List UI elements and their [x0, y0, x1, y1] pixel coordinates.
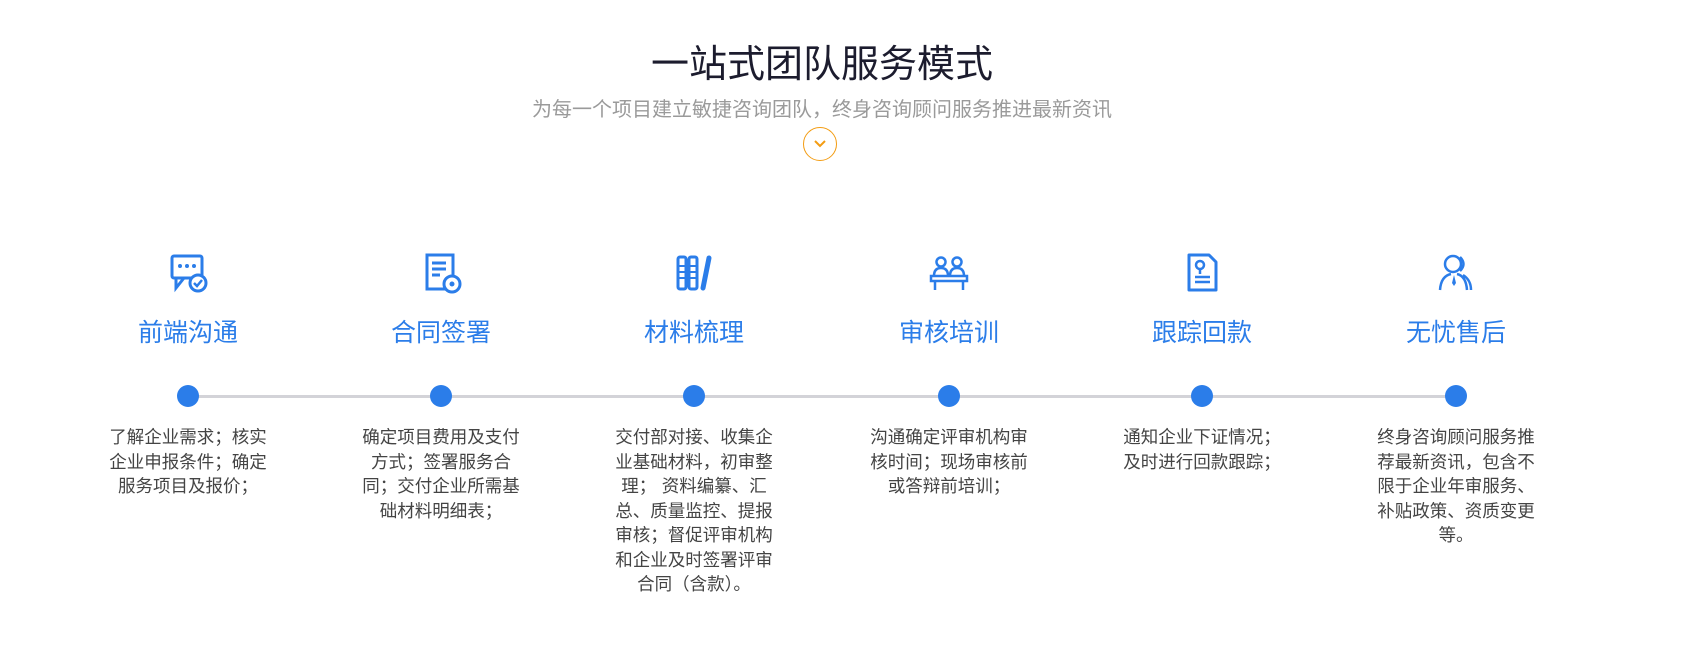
description-line: 总、质量监控、提报 — [615, 501, 773, 522]
timeline-dot — [1191, 385, 1213, 407]
description-line: 审核；督促评审机构 — [615, 526, 773, 546]
step-3: 材料梳理 — [574, 250, 814, 350]
step-6: 无忧售后 — [1336, 250, 1576, 350]
description-line: 和企业及时签署评审 — [615, 550, 773, 571]
description-line: 荐最新资讯，包含不 — [1377, 452, 1535, 473]
timeline-dot — [938, 385, 960, 407]
description-line: 限于企业年审服务、 — [1377, 477, 1535, 497]
description-line: 终身咨询顾问服务推 — [1377, 428, 1535, 448]
description-line: 方式；签署服务合 — [371, 452, 511, 473]
description-line: 础材料明细表； — [379, 501, 503, 522]
chat-check-icon — [170, 254, 208, 293]
timeline-dot — [177, 385, 199, 407]
step-description: 交付部对接、收集企业基础材料，初审整理； 资料编纂、汇总、质量监控、提报审核；督… — [574, 426, 814, 598]
step-title: 跟踪回款 — [1151, 318, 1252, 347]
books-icon — [676, 255, 712, 291]
scroll-down-button[interactable] — [803, 127, 837, 161]
description-line: 等。 — [1438, 526, 1474, 546]
page-title: 一站式团队服务模式 — [650, 42, 993, 86]
description-line: 确定项目费用及支付 — [362, 428, 520, 448]
description-line: 交付部对接、收集企 — [615, 428, 773, 448]
step-title: 审核培训 — [898, 318, 999, 347]
step-description: 终身咨询顾问服务推荐最新资讯，包含不限于企业年审服务、补贴政策、资质变更等。 — [1336, 426, 1576, 549]
timeline-dot — [1445, 385, 1467, 407]
description-line: 通知企业下证情况； — [1123, 428, 1281, 448]
description-line: 补贴政策、资质变更 — [1377, 501, 1535, 522]
step-2: 合同签署 — [321, 250, 561, 350]
description-line: 服务项目及报价； — [118, 477, 258, 497]
consultant-icon — [1438, 254, 1473, 291]
step-title: 材料梳理 — [643, 318, 744, 347]
description-line: 业基础材料，初审整 — [615, 452, 773, 473]
description-line: 同；交付企业所需基 — [362, 477, 520, 497]
step-description: 确定项目费用及支付方式；签署服务合同；交付企业所需基础材料明细表； — [321, 426, 561, 524]
timeline-dot — [430, 385, 452, 407]
step-4: 审核培训 — [829, 250, 1069, 350]
page-subtitle: 为每一个项目建立敏捷咨询团队，终身咨询顾问服务推进最新资讯 — [532, 97, 1112, 121]
step-description: 了解企业需求；核实企业申报条件；确定服务项目及报价； — [68, 426, 308, 500]
step-description: 沟通确定评审机构审核时间；现场审核前或答辩前培训； — [829, 426, 1069, 500]
timeline-dot — [683, 385, 705, 407]
contract-icon — [425, 253, 462, 294]
description-line: 企业申报条件；确定 — [109, 452, 267, 473]
step-title: 合同签署 — [390, 318, 491, 347]
description-line: 了解企业需求；核实 — [109, 428, 267, 448]
document-location-icon — [1187, 253, 1218, 292]
timeline-line — [188, 395, 1456, 398]
training-icon — [929, 256, 969, 290]
step-description: 通知企业下证情况； 及时进行回款跟踪； — [1082, 426, 1322, 475]
description-line: 合同（含款）。 — [637, 575, 751, 595]
step-1: 前端沟通 — [68, 250, 308, 350]
description-line: 沟通确定评审机构审 — [870, 428, 1028, 448]
description-line: 及时进行回款跟踪； — [1123, 452, 1281, 473]
description-line: 或答辩前培训； — [887, 477, 1011, 497]
step-title: 无忧售后 — [1405, 318, 1506, 347]
description-line: 理； 资料编纂、汇 — [621, 477, 767, 497]
step-title: 前端沟通 — [137, 318, 238, 347]
description-line: 核时间；现场审核前 — [870, 452, 1028, 473]
step-5: 跟踪回款 — [1082, 250, 1322, 350]
chevron-down-icon — [814, 140, 826, 148]
